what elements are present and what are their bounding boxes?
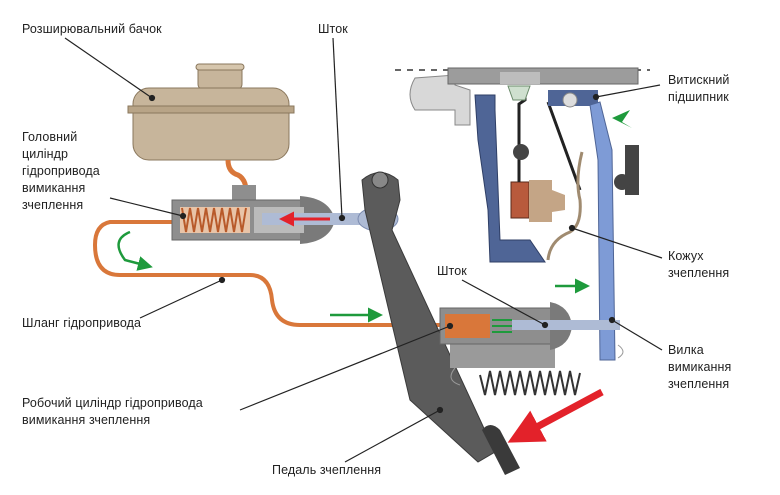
label-line: циліндр bbox=[22, 147, 69, 161]
label-line: вимикання bbox=[668, 360, 732, 374]
expansion-reservoir bbox=[127, 63, 295, 201]
label-line: зчеплення bbox=[22, 198, 84, 212]
label-pedal: Педаль зчеплення bbox=[272, 463, 382, 477]
clutch-cover bbox=[546, 151, 584, 261]
label-clutch-cover: Кожух зчеплення bbox=[668, 248, 729, 282]
label-release-bearing: Витискний підшипник bbox=[668, 72, 730, 106]
label-line: Кожух bbox=[668, 249, 704, 263]
clutch-shaft bbox=[395, 67, 650, 126]
pressure-plate bbox=[474, 94, 546, 263]
label-reservoir: Розширювальний бачок bbox=[22, 22, 162, 36]
label-hose: Шланг гідропривода bbox=[22, 316, 142, 330]
return-spring bbox=[479, 370, 581, 396]
label-line: зчеплення bbox=[668, 266, 730, 280]
label-line: Витискний bbox=[668, 73, 730, 87]
label-release-fork: Вилка вимикання зчеплення bbox=[668, 342, 731, 393]
label-line: вимикання bbox=[22, 181, 86, 195]
release-fork bbox=[589, 101, 616, 361]
flow-arrow-icon bbox=[117, 230, 153, 271]
big-force-arrow-icon bbox=[507, 388, 604, 443]
label-line: Робочий циліндр гідропривода bbox=[22, 396, 203, 410]
hydraulic-hose bbox=[92, 220, 442, 327]
label-line: Вилка bbox=[668, 343, 704, 357]
label-line: зчеплення bbox=[668, 377, 730, 391]
label-line: підшипник bbox=[668, 90, 729, 104]
release-bearing bbox=[548, 90, 598, 108]
label-rod-top: Шток bbox=[318, 22, 348, 36]
slave-cylinder bbox=[439, 302, 620, 396]
leader-lines bbox=[64, 37, 663, 463]
label-line: гідропривода bbox=[22, 164, 100, 178]
label-slave-cylinder: Робочий циліндр гідропривода вимикання з… bbox=[22, 395, 203, 429]
label-master-cylinder: Головний циліндр гідропривода вимикання … bbox=[22, 129, 100, 214]
label-line: Головний bbox=[22, 130, 78, 144]
clutch-pedal bbox=[361, 171, 520, 475]
label-line: вимикання зчеплення bbox=[22, 413, 151, 427]
label-rod-middle: Шток bbox=[437, 264, 467, 278]
friction-disc bbox=[510, 181, 530, 219]
